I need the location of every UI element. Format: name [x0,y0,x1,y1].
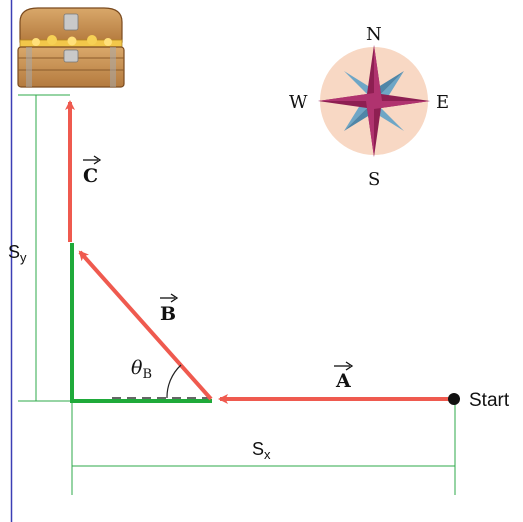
sx-label: Sx [252,439,271,462]
compass-rose-icon [318,45,430,157]
compass-east: E [436,92,449,113]
svg-text:C: C [83,165,98,187]
compass-north: N [366,24,382,45]
vector-c-label: C [83,155,102,187]
sx-dimension [71,400,456,495]
angle-b-label: θB [131,357,152,382]
sy-dimension [18,94,70,402]
compass-south: S [368,169,380,190]
start-point [448,393,460,405]
treasure-chest-icon [17,7,125,88]
vector-components [70,243,212,403]
vector-b-label: B [160,293,179,325]
svg-text:A: A [335,370,351,392]
compass-west: W [289,92,308,113]
vector-a-label: A [334,361,354,392]
sy-label: Sy [8,242,27,265]
svg-text:B: B [160,303,176,325]
angle-b-arc [166,364,182,399]
vector-b-arrow [78,250,213,401]
start-label: Start [469,390,510,411]
